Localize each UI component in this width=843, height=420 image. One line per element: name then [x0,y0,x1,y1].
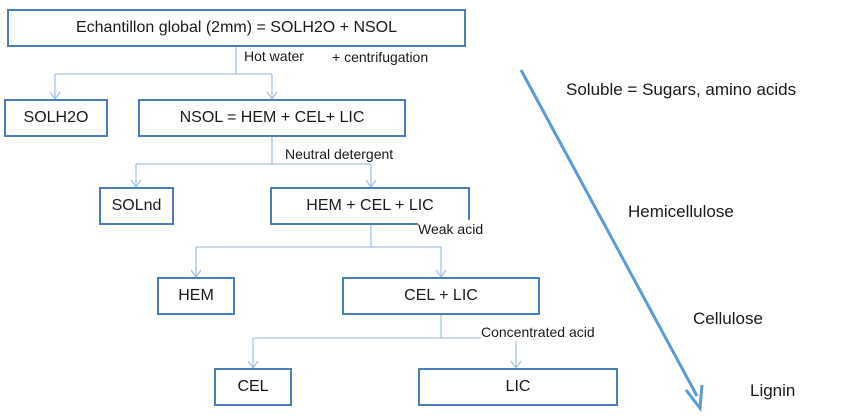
box-global-sample: Echantillon global (2mm) = SOLH2O + NSOL [7,9,466,47]
label-soluble: Soluble = Sugars, amino acids [566,80,797,99]
label-centrifugation: + centrifugation [332,48,429,66]
label-hemicellulose: Hemicellulose [628,202,734,221]
box-solnd: SOLnd [99,187,174,225]
label-cellulose: Cellulose [693,309,763,328]
box-cel: CEL [214,368,292,406]
label-concentrated-acid: Concentrated acid [481,323,595,341]
box-lic: LIC [418,368,618,406]
box-cel-lic: CEL + LIC [342,277,540,315]
label-neutral-detergent: Neutral detergent [285,145,394,163]
box-solh2o: SOLH2O [4,99,108,137]
label-weak-acid: Weak acid [418,220,484,238]
solubility-gradient-arrow [519,69,704,412]
label-lignin: Lignin [750,381,796,400]
box-hem: HEM [157,277,235,315]
box-nsol: NSOL = HEM + CEL+ LIC [138,99,406,137]
box-hem-cel-lic: HEM + CEL + LIC [270,187,470,225]
label-hot-water: Hot water [244,47,304,65]
